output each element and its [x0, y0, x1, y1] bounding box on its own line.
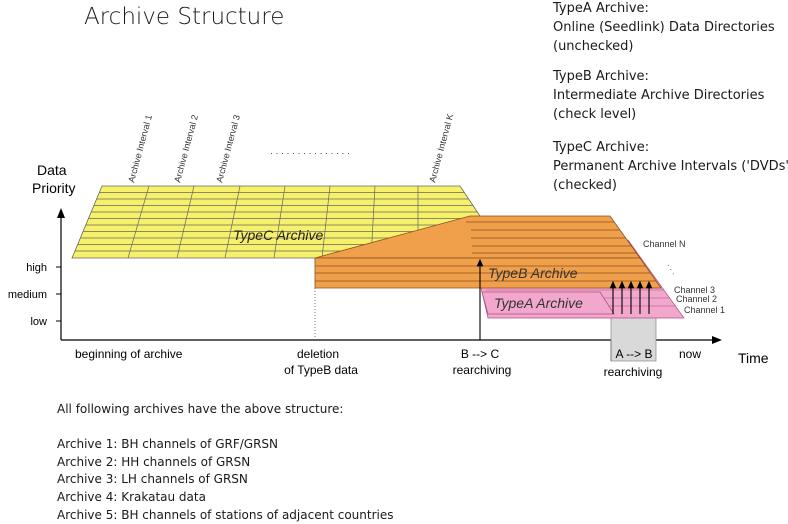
page-title: Archive Structure [84, 4, 285, 30]
y-axis-label-line2: Priority [32, 180, 76, 196]
interval-label-2: Archive Interval 2 [172, 114, 200, 184]
y-axis-label-line1: Data [37, 162, 67, 178]
channel-dots: · · · [664, 262, 678, 277]
legend-type-a-line2: (unchecked) [553, 39, 634, 54]
channel-n-label: Channel N [643, 239, 686, 249]
a-to-b-arrows [609, 280, 653, 314]
channel-1-label: Channel 1 [684, 305, 725, 315]
x-axis-arrow-icon [712, 336, 722, 344]
timeline-b-to-c-line2: rearchiving [453, 363, 512, 377]
channel-2-label: Channel 2 [676, 294, 717, 304]
timeline-deletion-line2: of TypeB data [284, 363, 358, 377]
legend-type-b-line2: (check level) [553, 107, 637, 122]
type-b-block [314, 215, 662, 289]
timeline-b-to-c-line1: B --> C [461, 347, 500, 361]
type-a-label: TypeA Archive [494, 295, 583, 311]
archive-list-intro: All following archives have the above st… [57, 402, 344, 416]
timeline-deletion-line1: deletion [297, 347, 339, 361]
legend-type-b: TypeB Archive: Intermediate Archive Dire… [553, 67, 764, 124]
archive-item-2: Archive 2: HH channels of GRSN [57, 454, 251, 469]
archive-item-4: Archive 4: Krakatau data [57, 489, 206, 504]
legend-type-c-line1: Permanent Archive Intervals ('DVDs') [553, 159, 788, 174]
legend-type-c-line2: (checked) [553, 178, 617, 193]
priority-high: high [26, 262, 47, 274]
interval-label-k: Archive Interval K [427, 113, 455, 184]
interval-label-1: Archive Interval 1 [126, 114, 154, 184]
interval-label-3: Archive Interval 3 [214, 114, 242, 184]
timeline-beginning: beginning of archive [75, 347, 183, 361]
x-axis-label: Time [738, 350, 769, 366]
archive-item-1: Archive 1: BH channels of GRF/GRSN [57, 437, 279, 452]
priority-medium: medium [8, 289, 47, 301]
legend-type-c: TypeC Archive: Permanent Archive Interva… [553, 138, 788, 195]
timeline-a-to-b-line2: rearchiving [604, 365, 663, 379]
y-axis-arrow-icon [57, 208, 65, 218]
channel-3-label: Channel 3 [674, 285, 715, 295]
legend-type-b-name: TypeB Archive: [553, 69, 649, 84]
legend-type-a-line1: Online (Seedlink) Data Directories [553, 20, 775, 35]
interval-ellipsis: · · · · · · · · · · · · · · · [270, 148, 350, 158]
timeline-now: now [679, 347, 701, 361]
legend-type-a-name: TypeA Archive: [553, 1, 649, 16]
type-c-label: TypeC Archive [233, 227, 323, 243]
archive-list: All following archives have the above st… [57, 401, 393, 524]
type-a-block [481, 291, 615, 315]
timeline-a-to-b-line1: A --> B [615, 347, 652, 361]
type-b-label: TypeB Archive [488, 265, 578, 281]
legend-type-a: TypeA Archive: Online (Seedlink) Data Di… [553, 0, 775, 56]
legend-type-c-name: TypeC Archive: [553, 140, 650, 155]
archive-item-5: Archive 5: BH channels of stations of ad… [57, 507, 394, 522]
archive-item-3: Archive 3: LH channels of GRSN [57, 472, 248, 487]
priority-low: low [30, 316, 47, 328]
legend-type-b-line1: Intermediate Archive Directories [553, 88, 765, 103]
